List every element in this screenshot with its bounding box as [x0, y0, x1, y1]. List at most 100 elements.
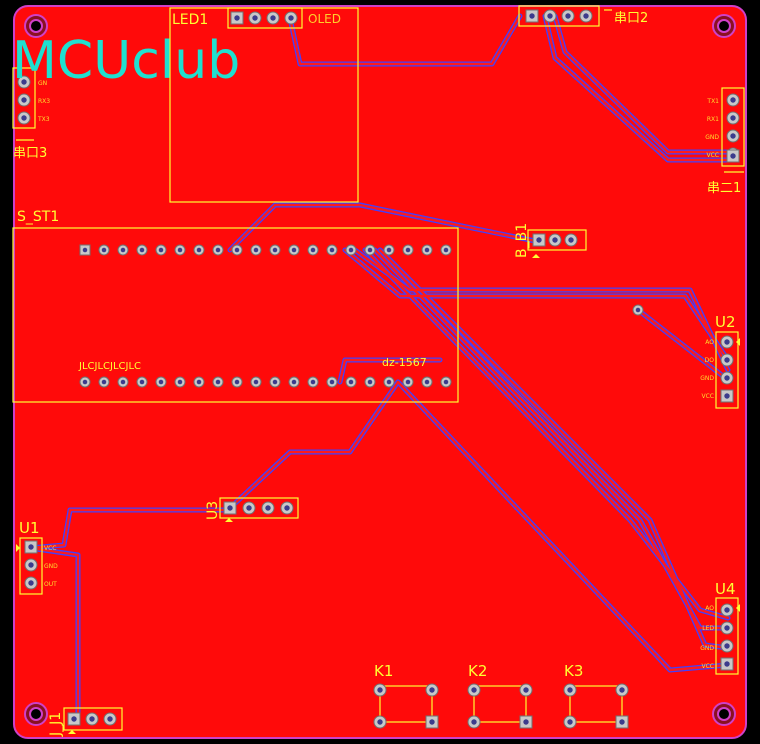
- round-pad: [250, 244, 262, 256]
- round-pad: [579, 9, 593, 23]
- round-pad: [17, 93, 31, 107]
- square-pad: [615, 715, 629, 729]
- s-st1-outline: [12, 227, 459, 403]
- round-pad: [212, 376, 224, 388]
- pin-label: GND: [705, 134, 719, 141]
- round-pad: [261, 501, 275, 515]
- pin-label: GND: [700, 645, 714, 652]
- round-pad: [326, 376, 338, 388]
- round-pad: [364, 244, 376, 256]
- designator-b-b1: B_B1: [514, 223, 530, 258]
- pin-label: VCC: [44, 545, 56, 552]
- round-pad: [269, 376, 281, 388]
- round-pad: [136, 376, 148, 388]
- mounting-holes: [24, 14, 736, 726]
- round-pad: [726, 129, 740, 143]
- round-pad: [242, 501, 256, 515]
- round-pad: [174, 244, 186, 256]
- round-pad: [288, 376, 300, 388]
- square-pad: [519, 715, 533, 729]
- round-pad: [548, 233, 562, 247]
- round-pad: [615, 683, 629, 697]
- pin-label: AO: [705, 339, 714, 346]
- designator-u3: U3: [205, 501, 221, 520]
- pin-labels-u1: VCC GND OUT: [44, 545, 58, 588]
- silk-jlc-text: JLCJLCJLCJLC: [78, 361, 141, 372]
- square-pad: [720, 389, 734, 403]
- round-pad: [136, 244, 148, 256]
- pin-labels-port-right: TX1 RX1 GND VCC: [705, 98, 719, 159]
- round-pad: [421, 376, 433, 388]
- round-pad: [720, 621, 734, 635]
- silkscreen-outlines: [12, 5, 745, 731]
- pin-label: GND: [44, 563, 58, 570]
- round-pad: [280, 501, 294, 515]
- round-pad: [632, 304, 644, 316]
- square-pad: [425, 715, 439, 729]
- round-pad: [288, 244, 300, 256]
- round-pad: [174, 376, 186, 388]
- pin-labels-u4: AO LED GND VCC: [700, 605, 714, 670]
- round-pad: [726, 93, 740, 107]
- pin-label: RX1: [707, 116, 719, 123]
- pin-labels-u2: AO DO GND VCC: [700, 339, 714, 400]
- designator-s-st1: S_ST1: [17, 209, 59, 225]
- round-pad: [307, 376, 319, 388]
- port2-header-outline: [518, 5, 600, 27]
- round-pad: [720, 335, 734, 349]
- round-pad: [563, 715, 577, 729]
- round-pad: [364, 376, 376, 388]
- pin-label: GN: [38, 80, 47, 87]
- round-pad: [98, 244, 110, 256]
- square-pad: [230, 11, 244, 25]
- round-pad: [24, 558, 38, 572]
- u3-header-outline: [219, 497, 299, 519]
- pin-label: OUT: [44, 581, 57, 588]
- round-pad: [155, 376, 167, 388]
- copper-traces: [27, 13, 735, 718]
- round-pad: [519, 683, 533, 697]
- port3-header-outline: [12, 67, 36, 129]
- pin-label: LED: [702, 625, 714, 632]
- square-pad: [79, 244, 91, 256]
- designator-port2: 串口2: [614, 11, 648, 26]
- designator-j-j1: J_J1: [48, 712, 64, 737]
- round-pad: [266, 11, 280, 25]
- round-pad: [326, 244, 338, 256]
- k1-outline: [379, 685, 433, 723]
- designator-k1: K1: [374, 662, 393, 680]
- designator-u2: U2: [715, 313, 736, 331]
- pcb-board: [13, 5, 747, 739]
- round-pad: [103, 712, 117, 726]
- round-pad: [248, 11, 262, 25]
- designator-k2: K2: [468, 662, 487, 680]
- square-pad: [24, 540, 38, 554]
- pin-label: AO: [705, 605, 714, 612]
- round-pad: [467, 683, 481, 697]
- designator-u1: U1: [19, 519, 40, 537]
- pin-label: VCC: [702, 663, 714, 670]
- round-pad: [345, 376, 357, 388]
- round-pad: [24, 576, 38, 590]
- round-pad: [193, 244, 205, 256]
- designator-oled: OLED: [308, 12, 341, 26]
- round-pad: [726, 111, 740, 125]
- round-pad: [563, 683, 577, 697]
- led1-header-outline: [227, 7, 303, 29]
- k2-outline: [473, 685, 527, 723]
- round-pad: [402, 244, 414, 256]
- round-pad: [231, 376, 243, 388]
- designator-led1: LED1: [172, 12, 208, 28]
- round-pad: [421, 244, 433, 256]
- round-pad: [383, 244, 395, 256]
- round-pad: [440, 244, 452, 256]
- round-pad: [383, 376, 395, 388]
- pin-labels-port3: GN RX3 TX3: [37, 80, 50, 123]
- round-pad: [269, 244, 281, 256]
- round-pad: [440, 376, 452, 388]
- u2-header-outline: [715, 331, 739, 409]
- j-j1-header-outline: [63, 707, 123, 731]
- u4-header-outline: [715, 597, 739, 675]
- round-pad: [425, 683, 439, 697]
